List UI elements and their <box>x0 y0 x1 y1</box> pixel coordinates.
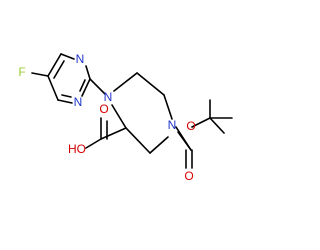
bond <box>53 60 65 79</box>
bond <box>85 138 102 149</box>
bond <box>81 78 91 97</box>
bond <box>125 127 151 154</box>
bond <box>136 72 165 96</box>
bond <box>47 75 59 101</box>
piperazine-n1-label: N <box>104 90 113 104</box>
bond <box>57 99 73 104</box>
fluorine-label: F <box>18 65 25 79</box>
bond <box>61 94 72 98</box>
pyrimidine-ring <box>47 53 91 104</box>
bond <box>47 53 62 77</box>
bond <box>149 136 169 154</box>
boc-ester-oxygen-label: O <box>186 119 195 133</box>
molecule-canvas: F N N N N HO O O O <box>18 52 233 184</box>
boc-carbonyl-oxygen-label: O <box>184 169 193 183</box>
bond <box>60 53 75 60</box>
pyrimidine-n-upper-label: N <box>76 52 85 66</box>
bond <box>113 72 138 92</box>
bond <box>31 72 49 77</box>
bond <box>79 79 86 92</box>
acid-hydroxyl-label: HO <box>68 142 86 156</box>
piperazine-ring <box>111 72 173 154</box>
bond <box>89 78 106 95</box>
bond <box>100 127 127 140</box>
piperazine-n4-label: N <box>168 118 177 132</box>
pyrimidine-n-lower-label: N <box>74 95 83 109</box>
carboxylic-acid-group <box>85 117 127 149</box>
bond <box>85 65 91 80</box>
boc-group <box>175 99 233 169</box>
bond <box>209 117 225 134</box>
structure-diagram: F N N N N HO O O O <box>18 52 233 183</box>
bond <box>175 126 192 151</box>
acid-carbonyl-oxygen-label: O <box>99 102 108 116</box>
bond <box>163 94 173 120</box>
bond <box>111 104 127 129</box>
bond <box>191 117 211 128</box>
